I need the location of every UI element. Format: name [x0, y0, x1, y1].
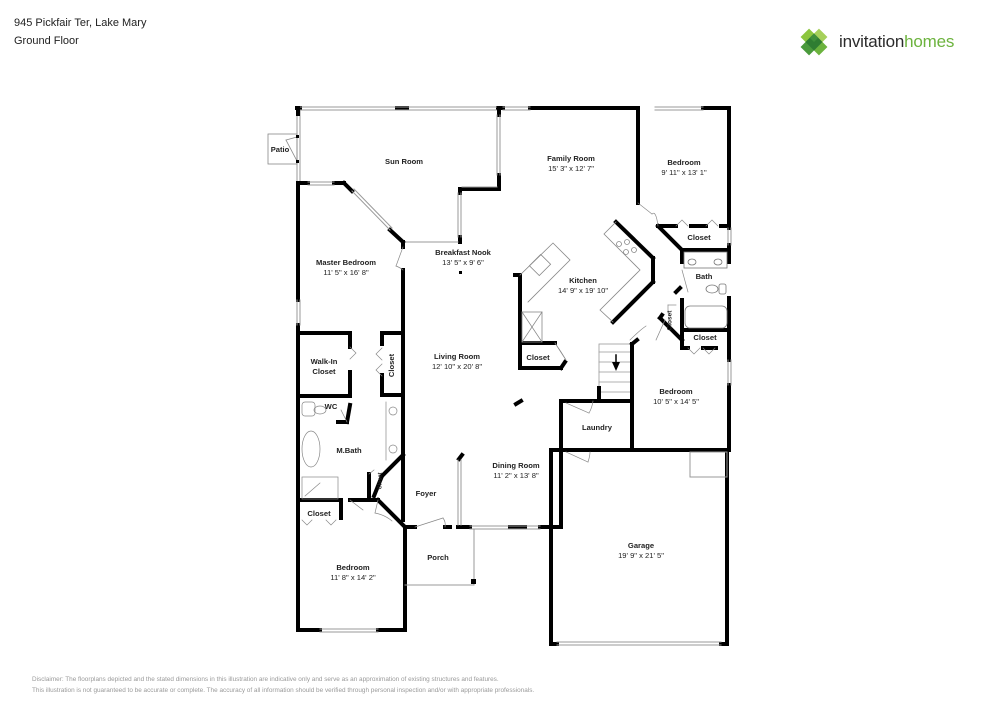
brand-logo: invitationhomes	[796, 24, 954, 60]
room-name: Sun Room	[385, 157, 423, 166]
header: 945 Pickfair Ter, Lake Mary Ground Floor	[14, 14, 146, 50]
room-label-bath: Bath	[696, 272, 713, 282]
room-label-closet-ne: Closet	[687, 233, 710, 243]
room-name: Laundry	[582, 423, 612, 432]
room-name: Patio	[270, 145, 290, 154]
room-name: Living Room	[434, 352, 480, 361]
room-label-porch: Porch	[427, 553, 449, 563]
room-label-foyer: Foyer	[416, 489, 437, 499]
room-name: Bedroom	[659, 387, 693, 396]
disclaimer: Disclaimer: The floorplans depicted and …	[32, 674, 534, 696]
room-label-closet-sw: Closet	[307, 509, 330, 519]
disclaimer-line-1: Disclaimer: The floorplans depicted and …	[32, 676, 499, 683]
logo-wordmark: invitationhomes	[839, 32, 954, 52]
room-label-laundry: Laundry	[582, 423, 612, 433]
disclaimer-line-2: This illustration is not guaranteed to b…	[32, 687, 535, 694]
room-name: Bedroom	[667, 158, 701, 167]
room-dimensions: 11' 8" x 14' 2"	[330, 572, 376, 582]
room-name: Kitchen	[569, 276, 597, 285]
clover-diamond-logo-icon	[800, 28, 828, 56]
logo-word-invitation: invitation	[839, 32, 905, 51]
room-name-line2: Closet	[312, 366, 336, 376]
room-label-sun-room: Sun Room	[385, 157, 423, 167]
room-name: Closet	[693, 333, 717, 342]
room-name: Dining Room	[492, 461, 540, 470]
room-dimensions: 11' 2" x 13' 8"	[493, 470, 539, 480]
room-label-closet-master: Closet	[387, 353, 397, 378]
room-label-closet-small: Closet	[666, 310, 674, 331]
room-name: Closet	[687, 233, 711, 242]
room-name: Breakfast Nook	[435, 248, 491, 257]
room-name: Closet	[526, 353, 550, 362]
room-dimensions: 10' 5" x 14' 5"	[653, 396, 699, 406]
room-dimensions: 9' 11" x 13' 1"	[661, 167, 707, 177]
room-name: Foyer	[415, 489, 437, 498]
room-name: Family Room	[547, 154, 595, 163]
room-label-closet-e: Closet	[693, 333, 716, 343]
floor-label: Ground Floor	[14, 35, 79, 47]
room-name-line1: Walk-In	[310, 357, 338, 366]
room-name: Bath	[695, 272, 713, 281]
room-name: Bedroom	[336, 563, 370, 572]
room-dimensions: 12' 10" x 20' 8"	[431, 361, 483, 371]
property-address: 945 Pickfair Ter, Lake Mary	[14, 17, 147, 29]
room-name: Garage	[627, 541, 655, 550]
room-label-closet-kitchen: Closet	[526, 353, 549, 363]
room-dimensions: 19' 9" x 21' 5"	[618, 550, 664, 560]
logo-word-homes: homes	[904, 32, 955, 51]
room-label-closet-mbath: Closet	[377, 472, 384, 490]
room-label-patio: Patio	[271, 145, 290, 155]
room-name: M.Bath	[336, 446, 362, 455]
room-name: Closet	[307, 509, 331, 518]
room-label-master-bath: M.Bath	[336, 446, 361, 456]
room-name: Master Bedroom	[316, 258, 376, 267]
room-name: WC	[324, 402, 338, 411]
room-dimensions: 14' 9" x 19' 10"	[557, 285, 609, 295]
room-name: Porch	[427, 553, 449, 562]
room-label-wc: WC	[325, 402, 338, 412]
room-dimensions: 15' 3" x 12' 7"	[548, 163, 594, 173]
room-dimensions: 11' 5" x 16' 8"	[323, 267, 369, 277]
room-dimensions: 13' 5" x 9' 6"	[442, 257, 484, 267]
